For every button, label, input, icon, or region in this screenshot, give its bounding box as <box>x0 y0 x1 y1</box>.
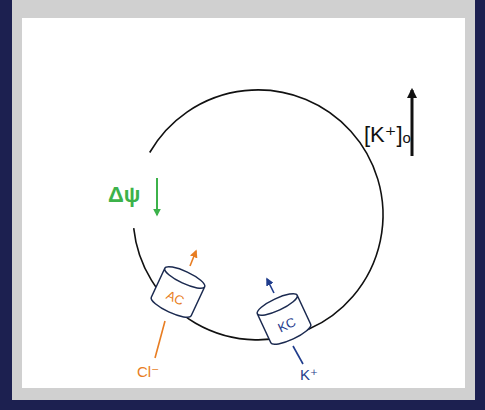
white-panel <box>22 18 465 388</box>
membrane-potential-label: Δψ <box>108 184 140 206</box>
potential-arrow <box>156 178 158 215</box>
concentration-arrow <box>411 90 414 156</box>
external-potassium-label: [K⁺]ₒ <box>364 124 411 146</box>
cylinder-shape <box>149 263 207 321</box>
chloride-flux-line <box>155 321 165 358</box>
grey-frame <box>12 0 475 400</box>
cell-membrane <box>134 90 383 340</box>
chloride-flux-arrow <box>190 251 196 266</box>
potassium-flux-arrow <box>267 279 274 293</box>
cylinder-shape <box>255 290 313 348</box>
chloride-ion-label: Cl⁻ <box>137 364 159 379</box>
potassium-ion-label: K⁺ <box>300 367 318 382</box>
potassium-flux-line <box>293 346 303 364</box>
